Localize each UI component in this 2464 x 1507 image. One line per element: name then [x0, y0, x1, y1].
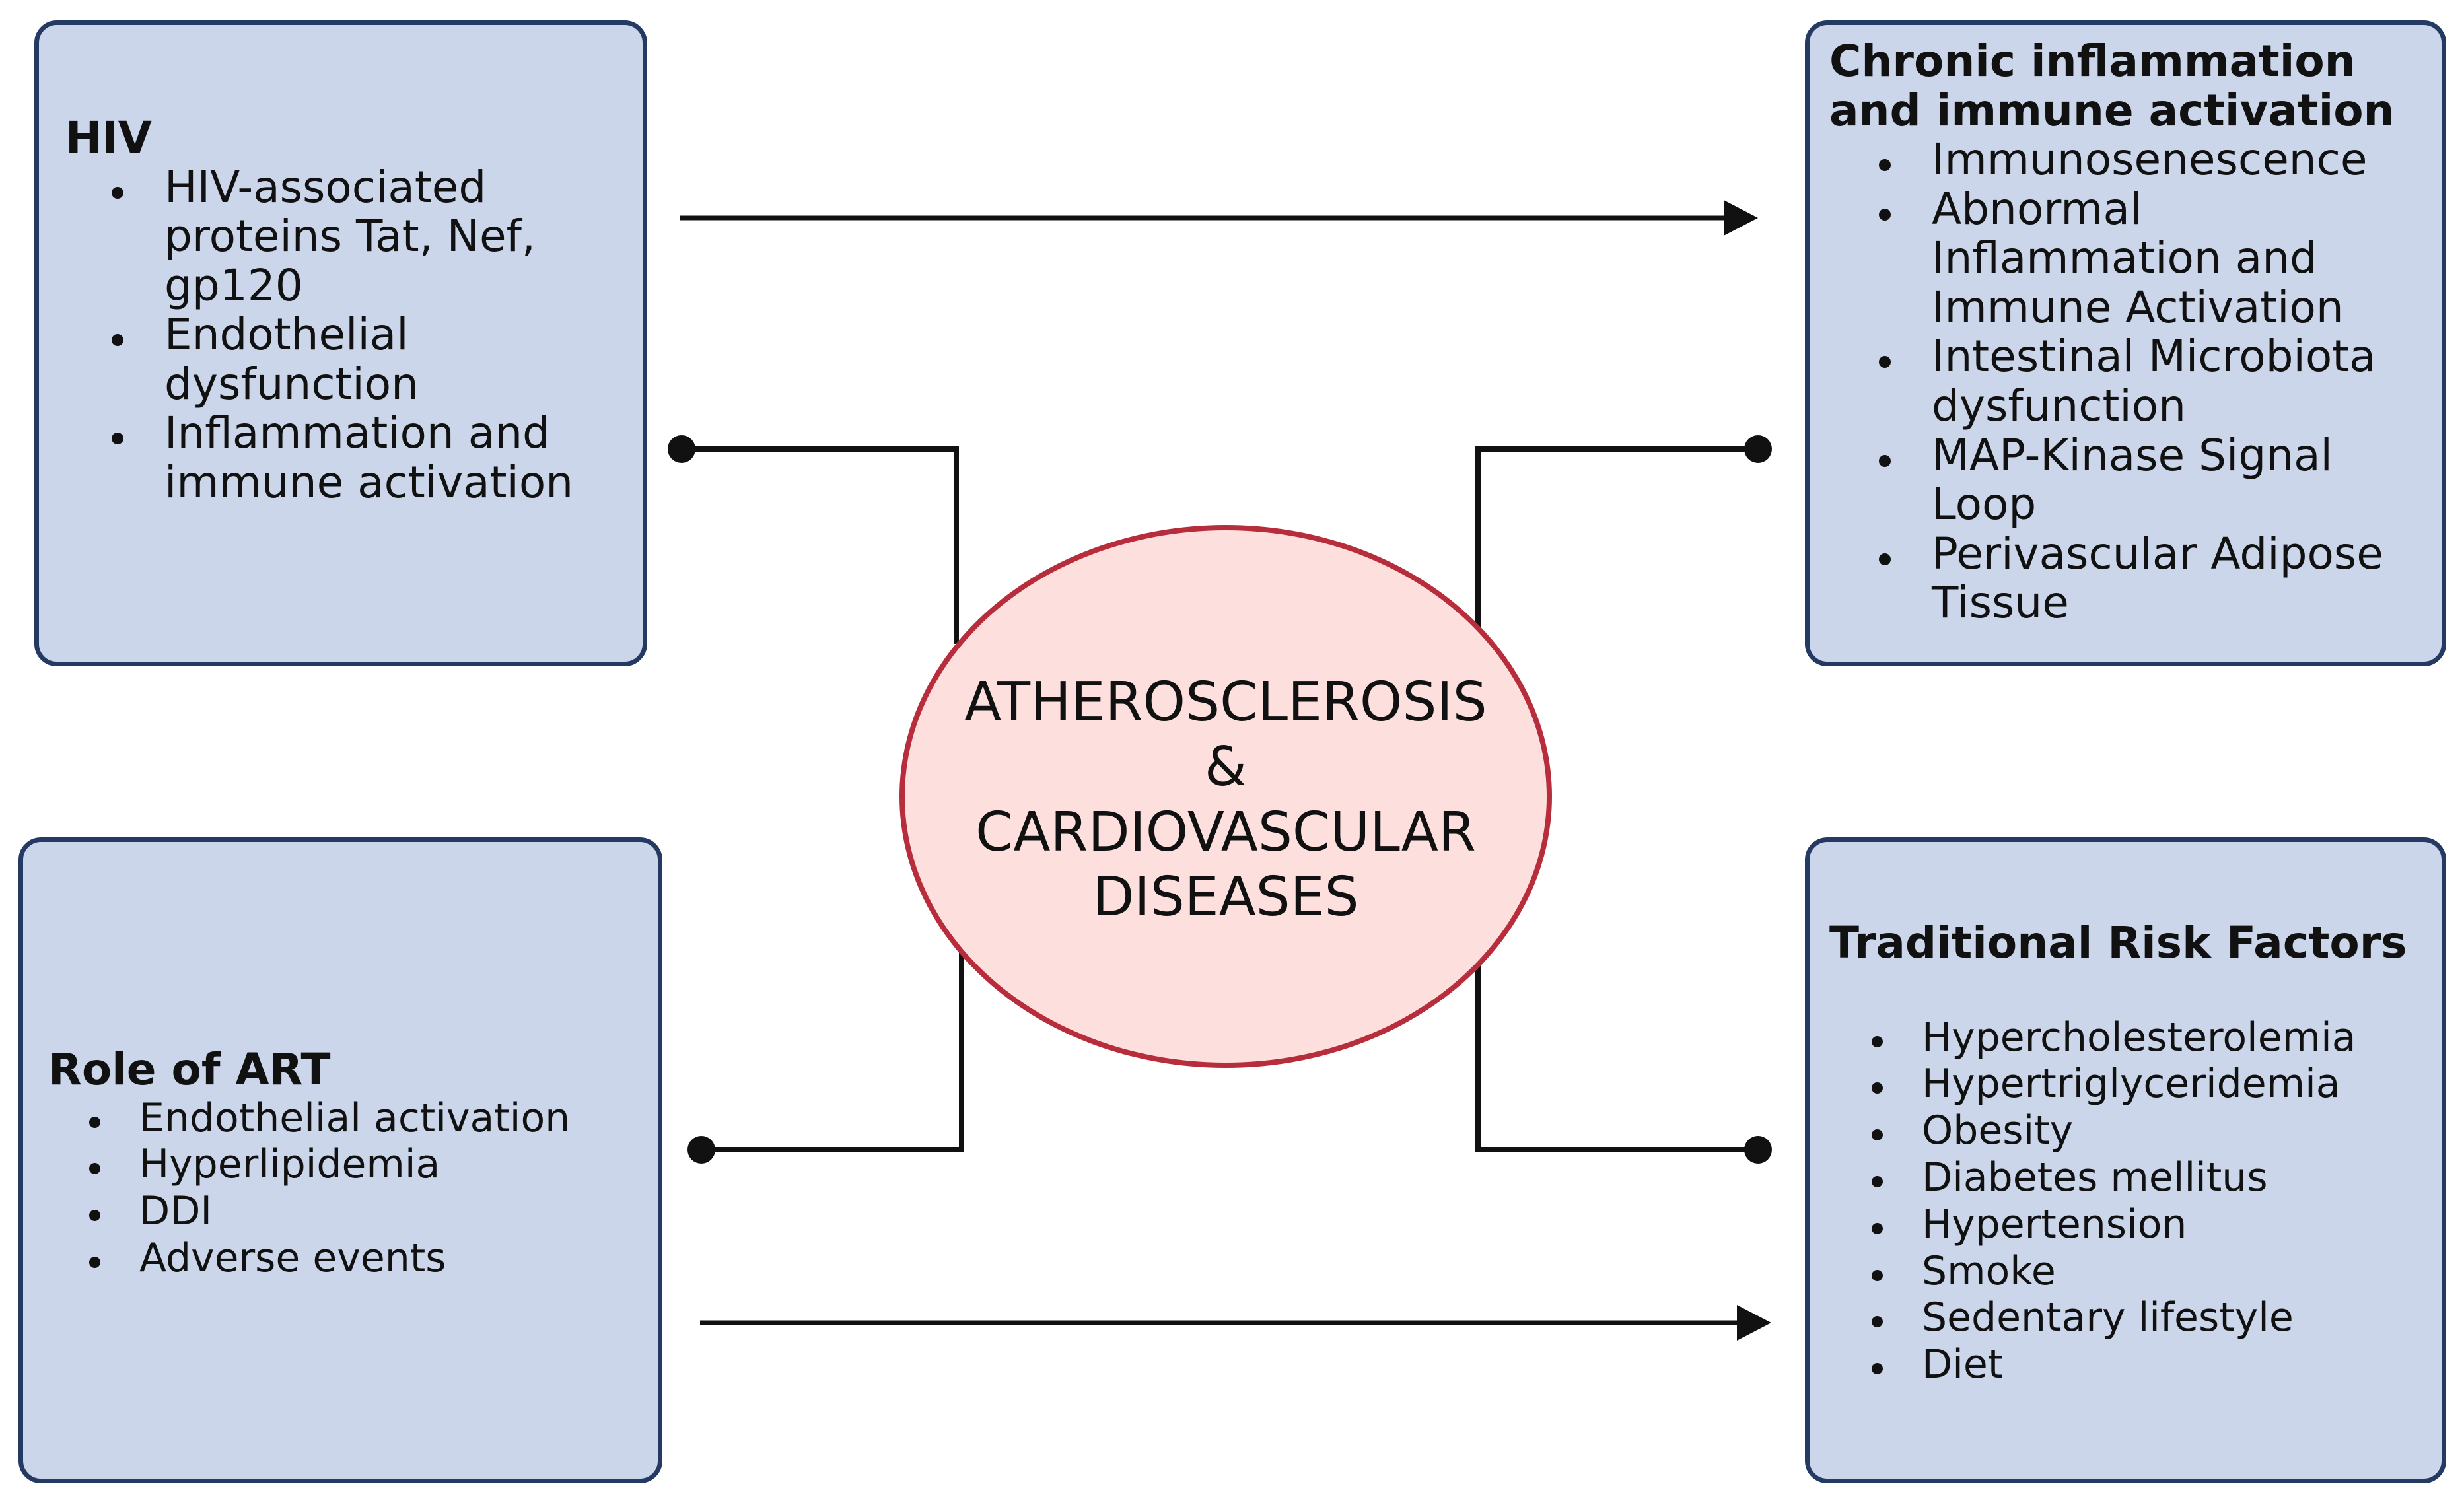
- list-item: MAP-Kinase Signal Loop: [1879, 431, 2422, 530]
- box-art-title: Role of ART: [48, 1044, 331, 1095]
- box-hiv: HIV HIV-associated proteins Tat, Nef, gp…: [34, 20, 647, 666]
- arrowhead-top: [1724, 200, 1758, 236]
- list-item: Hyperlipidemia: [89, 1141, 633, 1188]
- list-item: Abnormal Inflammation and Immune Activat…: [1879, 184, 2422, 333]
- list-item: Immunosenescence: [1879, 135, 2422, 185]
- box-hiv-title: HIV: [65, 112, 152, 163]
- connector-dot-art: [687, 1136, 715, 1164]
- connector-dot-hiv: [668, 435, 695, 463]
- box-role-of-art: Role of ART Endothelial activation Hyper…: [18, 837, 662, 1483]
- list-item: Hypercholesterolemia: [1872, 1014, 2422, 1061]
- arrow-art-to-traditional: [700, 1305, 1771, 1341]
- center-label-line: &: [1205, 736, 1247, 799]
- box-hiv-list: HIV-associated proteins Tat, Nef, gp120 …: [112, 162, 616, 508]
- box-traditional-list: Hypercholesterolemia Hypertriglyceridemi…: [1872, 1014, 2422, 1388]
- list-item: Endothelial dysfunction: [112, 310, 616, 409]
- list-item: Obesity: [1872, 1107, 2422, 1154]
- list-item: Hypertriglyceridemia: [1872, 1061, 2422, 1107]
- box-chronic-title-line: and immune activation: [1829, 85, 2395, 136]
- box-chronic-list: Immunosenescence Abnormal Inflammation a…: [1879, 135, 2422, 628]
- list-item: Hypertension: [1872, 1201, 2422, 1248]
- box-chronic-title-line: Chronic inflammation: [1829, 36, 2356, 87]
- list-item: Perivascular Adipose Tissue: [1879, 529, 2422, 628]
- connector-art-ellipse: [687, 951, 964, 1164]
- box-traditional-risk-factors: Traditional Risk Factors Hypercholestero…: [1805, 837, 2446, 1483]
- list-item: Endothelial activation: [89, 1095, 633, 1142]
- arrow-hiv-to-chronic: [680, 200, 1758, 236]
- box-traditional-title: Traditional Risk Factors: [1829, 917, 2407, 968]
- connector-dot-traditional: [1744, 1136, 1772, 1164]
- arrowhead-bottom: [1737, 1305, 1771, 1341]
- center-label-line: CARDIOVASCULAR: [975, 800, 1476, 864]
- connector-chronic-ellipse: [1475, 435, 1772, 631]
- list-item: Diabetes mellitus: [1872, 1154, 2422, 1201]
- list-item: Diet: [1872, 1341, 2422, 1388]
- list-item: DDI: [89, 1188, 633, 1235]
- list-item: Sedentary lifestyle: [1872, 1294, 2422, 1341]
- connector-hiv-ellipse: [668, 435, 959, 644]
- box-art-list: Endothelial activation Hyperlipidemia DD…: [89, 1095, 633, 1282]
- box-chronic-title: Chronic inflammation and immune activati…: [1829, 36, 2422, 136]
- list-item: Inflammation and immune activation: [112, 409, 616, 507]
- center-label: ATHEROSCLEROSIS & CARDIOVASCULAR DISEASE…: [899, 670, 1552, 930]
- center-label-line: DISEASES: [1092, 866, 1359, 929]
- list-item: Smoke: [1872, 1248, 2422, 1295]
- center-label-line: ATHEROSCLEROSIS: [964, 671, 1487, 734]
- list-item: Intestinal Microbiota dysfunction: [1879, 332, 2422, 431]
- connector-traditional-ellipse: [1475, 964, 1772, 1164]
- connector-dot-chronic: [1744, 435, 1772, 463]
- center-ellipse: [899, 525, 1552, 1068]
- list-item: Adverse events: [89, 1235, 633, 1282]
- list-item: HIV-associated proteins Tat, Nef, gp120: [112, 162, 616, 311]
- box-chronic-inflammation: Chronic inflammation and immune activati…: [1805, 20, 2446, 666]
